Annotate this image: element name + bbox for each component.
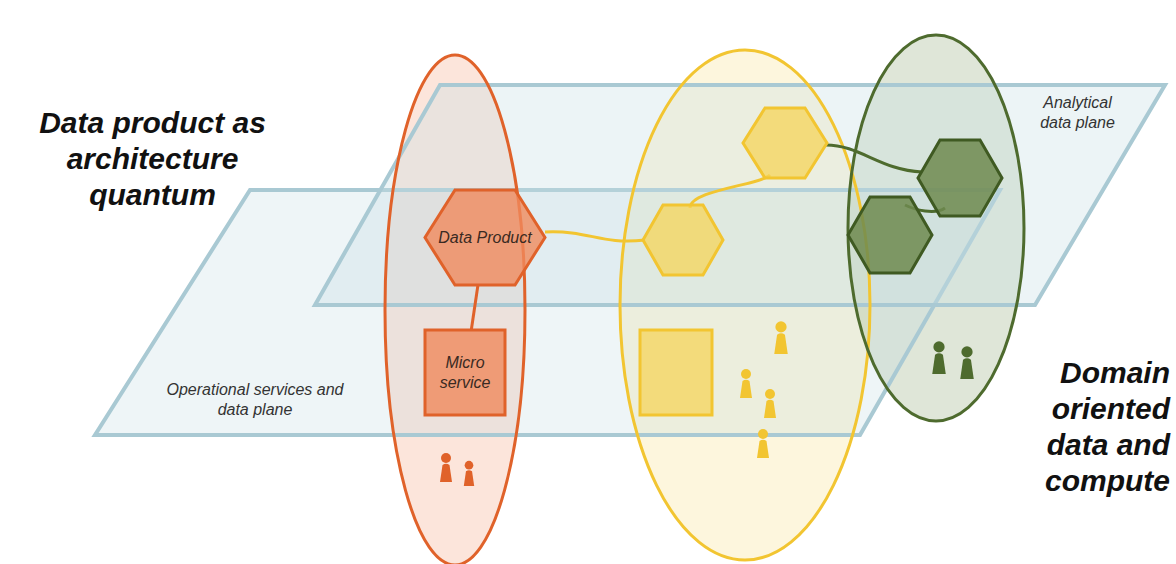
data-product-hexagon (918, 140, 1002, 216)
analytical-plane (315, 85, 1165, 305)
team-people (932, 341, 974, 379)
domain-outline (848, 35, 1024, 421)
data-product-hexagon (743, 108, 827, 178)
node-label: Data Product (437, 228, 533, 248)
node-shape (425, 190, 545, 285)
heading-label: Domain oriented data and compute (1010, 355, 1170, 499)
microservice-box: Micro service (425, 330, 505, 415)
connector-line (471, 285, 478, 330)
data-product-hexagon: Data Product (425, 190, 545, 285)
team-people (440, 453, 474, 486)
domain-outline (620, 50, 870, 560)
data-product-hexagon (848, 197, 932, 273)
plane-label: Operational services and data plane (150, 380, 360, 420)
team-people (740, 321, 788, 458)
data-product-hexagon (643, 205, 723, 275)
microservice-box (640, 330, 712, 415)
node-shape (425, 330, 505, 415)
node-outline (425, 330, 505, 415)
link-line (545, 232, 645, 241)
link-line (826, 145, 922, 172)
node-label: Micro service (437, 353, 493, 393)
heading-label: Data product as architecture quantum (35, 105, 270, 213)
link-line (690, 175, 770, 208)
domain-outline (385, 55, 525, 564)
plane-label: Analytical data plane (1030, 93, 1125, 133)
